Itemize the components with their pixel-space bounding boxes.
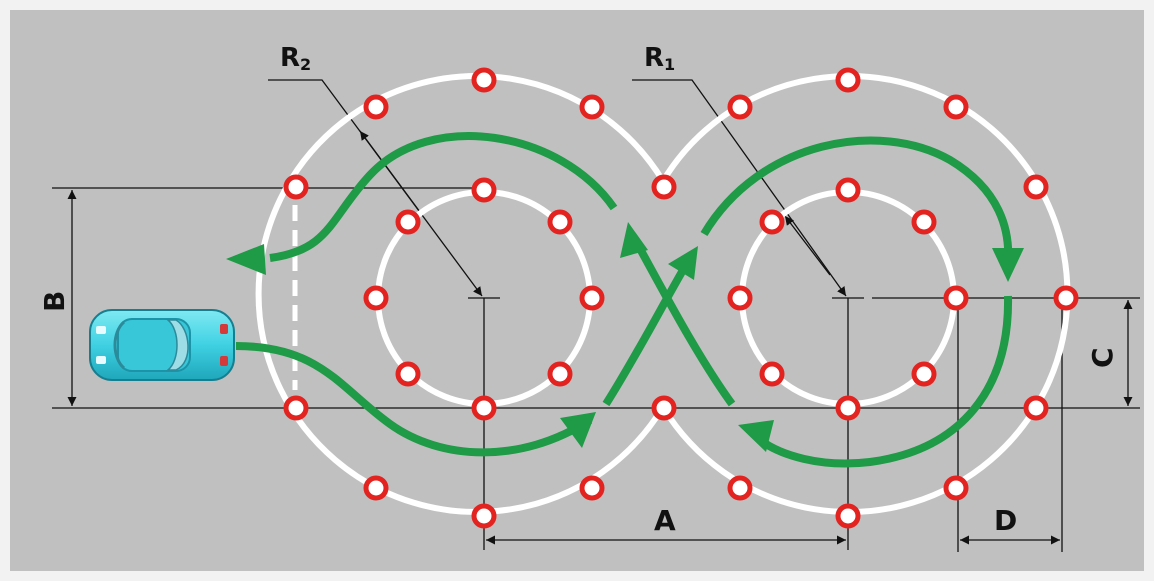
labels: R 2 R 1 A D B C — [38, 43, 1119, 537]
route-exit-arrowhead — [226, 244, 266, 275]
label-c: C — [1086, 347, 1119, 368]
label-b: B — [38, 291, 71, 312]
cone-icon — [471, 503, 497, 529]
cone-icon — [579, 94, 605, 120]
label-r2-subscript: 2 — [300, 55, 311, 74]
route-cross-up-arrowhead — [668, 246, 698, 280]
route-right-loop-arrowhead-down — [992, 248, 1024, 282]
cone-icon — [911, 361, 937, 387]
cone-icon — [579, 475, 605, 501]
car-icon — [89, 309, 235, 381]
cone-icon — [727, 285, 753, 311]
cone-icon — [759, 361, 785, 387]
route-cross-down — [634, 243, 736, 407]
cone-icon — [363, 475, 389, 501]
cone-icon — [943, 285, 969, 311]
cone-icon — [835, 503, 861, 529]
cones — [283, 67, 1079, 529]
cone-icon — [943, 94, 969, 120]
left-outer-ring — [255, 73, 666, 515]
route-entry-arrowhead — [560, 412, 596, 448]
cone-icon — [547, 361, 573, 387]
cone-icon — [835, 67, 861, 93]
cone-icon — [651, 395, 677, 421]
route-right-loop — [700, 136, 1013, 263]
cone-icon — [579, 285, 605, 311]
cone-icon — [471, 177, 497, 203]
cone-icon — [363, 285, 389, 311]
cone-icon — [395, 361, 421, 387]
cone-icon — [943, 475, 969, 501]
leader-r1 — [632, 79, 847, 297]
cone-icon — [471, 395, 497, 421]
route-right-loop-bottom — [757, 295, 1013, 468]
label-r1-subscript: 1 — [664, 55, 675, 74]
leader-r1-start-arrow — [784, 215, 831, 276]
cone-icon — [835, 395, 861, 421]
route-cross-down-arrowhead — [620, 222, 648, 258]
cone-icon — [283, 395, 309, 421]
route-left-loop — [269, 132, 618, 262]
cone-icon — [1053, 285, 1079, 311]
cone-icon — [283, 174, 309, 200]
cone-icon — [651, 174, 677, 200]
route-cross-up — [602, 255, 694, 407]
route-entry — [235, 342, 593, 457]
cone-icon — [759, 209, 785, 235]
cone-icon — [363, 94, 389, 120]
cone-icon — [727, 475, 753, 501]
route-right-loop-arrowhead-left — [738, 420, 774, 452]
route-arrows — [226, 132, 1024, 468]
cone-icon — [547, 209, 573, 235]
cone-icon — [1023, 395, 1049, 421]
label-a: A — [654, 504, 676, 537]
label-r2: R — [280, 43, 300, 73]
cone-icon — [1023, 174, 1049, 200]
cone-icon — [911, 209, 937, 235]
leader-r2-start-arrow — [359, 130, 421, 213]
cone-icon — [471, 67, 497, 93]
leader-r2 — [268, 79, 483, 297]
label-r1: R — [644, 43, 664, 73]
label-d: D — [994, 504, 1017, 537]
cone-icon — [835, 177, 861, 203]
cone-icon — [727, 94, 753, 120]
cone-icon — [395, 209, 421, 235]
